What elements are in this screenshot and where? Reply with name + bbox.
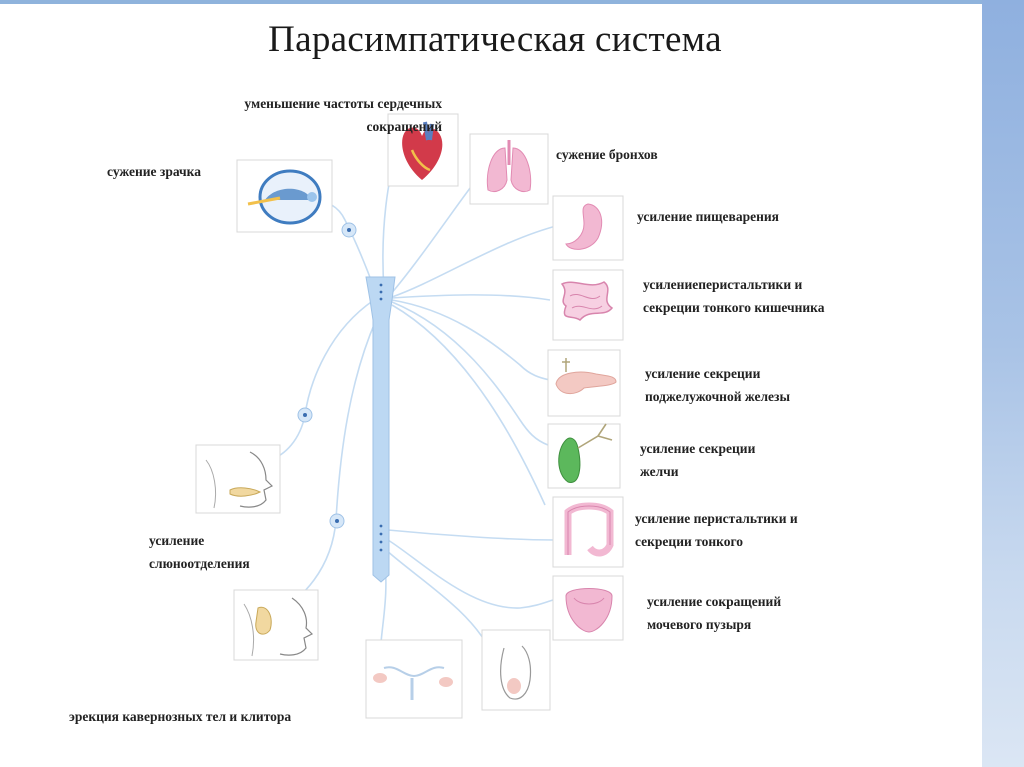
organ-genitals-male [481, 629, 551, 711]
nerve-face-upper [269, 299, 375, 461]
organ-heart [387, 113, 459, 187]
nerve-face-lower [279, 319, 377, 611]
label-small-intestine: усилениеперистальтики и секреции тонкого… [643, 277, 825, 315]
nerve-pancreas [391, 299, 551, 381]
organ-stomach [552, 195, 624, 261]
label-colon: усиление перистальтики и секреции тонког… [635, 511, 798, 549]
top-accent-strip [0, 0, 1024, 4]
right-accent-strip [982, 0, 1024, 767]
organ-small-intestine [552, 269, 624, 341]
organ-eye [236, 159, 333, 233]
nerve-gallbladder [391, 301, 549, 446]
label-lungs: сужение бронхов [556, 147, 658, 162]
nerve-stomach [391, 224, 561, 298]
slide-title: Парасимпатическая система [268, 19, 722, 60]
nerve-lungs [389, 174, 481, 296]
organ-lungs [469, 133, 549, 205]
nerve-genitals-male [385, 549, 491, 651]
nerve-small-intestine [391, 294, 551, 301]
label-bladder: усиление сокращений мочевого пузыря [647, 594, 782, 632]
organ-gallbladder [547, 423, 621, 489]
organ-colon [552, 496, 624, 568]
organ-bladder [552, 575, 624, 641]
spinal-cord [365, 276, 396, 583]
nerve-colon [391, 304, 546, 506]
label-heart: уменьшение частоты сердечных сокращений [244, 96, 442, 134]
label-gallbladder: усиление секреции желчи [640, 441, 756, 479]
organ-face-upper [195, 444, 281, 514]
nerve-colon-lower [387, 529, 556, 541]
label-salivation: усиление слюноотделения [149, 533, 250, 571]
label-stomach: усиление пищеварения [637, 209, 779, 224]
label-eye: сужение зрачка [107, 164, 201, 179]
organ-genitals-female [365, 639, 463, 719]
nerve-bladder [387, 539, 561, 609]
label-pancreas: усиление секреции поджелужочной железы [645, 366, 790, 404]
nerve-lines [269, 149, 561, 661]
organ-pancreas [547, 349, 621, 417]
ganglia [297, 222, 357, 529]
label-genitals: эрекция кавернозных тел и клитора [69, 709, 292, 724]
organ-face-lower [233, 589, 319, 661]
